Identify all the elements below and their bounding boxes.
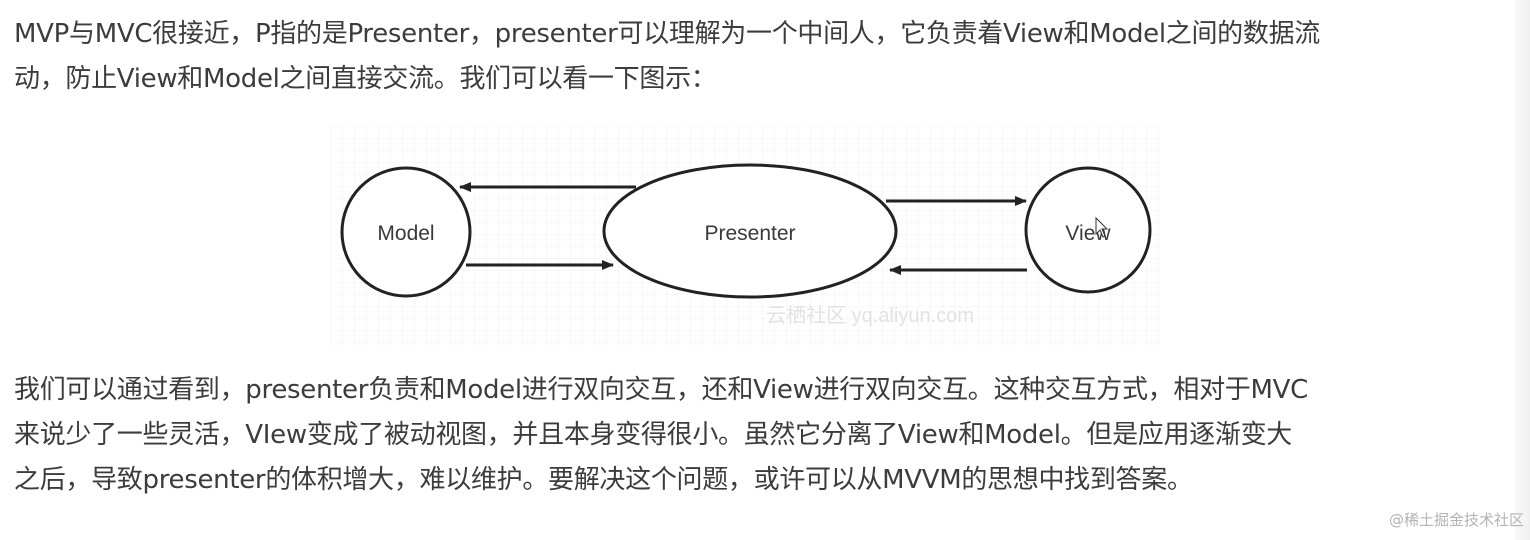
site-watermark: @稀土掘金技术社区 — [1388, 511, 1524, 529]
analysis-line-2: 来说少了一些灵活，VIew变成了被动视图，并且本身变得很小。虽然它分离了View… — [14, 420, 1292, 450]
mouse-cursor-icon — [1095, 216, 1109, 238]
model-node — [340, 166, 472, 298]
mvp-diagram: 云栖社区 yq.aliyun.com Model Presenter View — [330, 126, 1160, 348]
mvp-diagram-svg: 云栖社区 yq.aliyun.com Model Presenter View — [330, 126, 1160, 348]
model-node-label: Model — [377, 222, 434, 245]
view-node-label: View — [1065, 222, 1111, 245]
presenter-node-label: Presenter — [704, 222, 795, 245]
analysis-paragraph: 我们可以通过看到，presenter负责和Model进行双向交互，还和View进… — [14, 368, 1308, 503]
intro-line-1: MVP与MVC很接近，P指的是Presenter，presenter可以理解为一… — [14, 19, 1320, 49]
analysis-line-3: 之后，导致presenter的体积增大，难以维护。要解决这个问题，或许可以从MV… — [14, 465, 1193, 495]
presenter-node — [602, 163, 898, 299]
diagram-watermark: 云栖社区 yq.aliyun.com — [766, 304, 974, 327]
intro-paragraph: MVP与MVC很接近，P指的是Presenter，presenter可以理解为一… — [14, 12, 1320, 102]
intro-line-2: 动，防止View和Model之间直接交流。我们可以看一下图示： — [14, 64, 717, 94]
analysis-line-1: 我们可以通过看到，presenter负责和Model进行双向交互，还和View进… — [14, 375, 1308, 405]
right-edge-strip — [1514, 0, 1530, 540]
view-node — [1024, 166, 1152, 294]
